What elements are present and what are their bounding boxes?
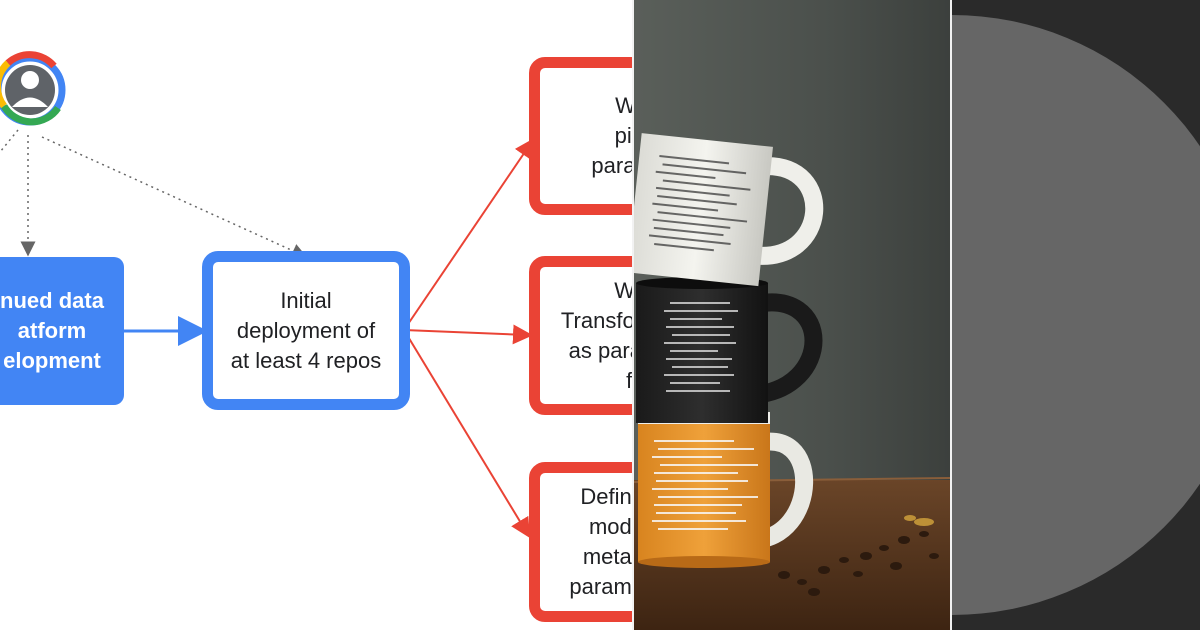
node-continued-platform-development: nued data atform elopment [0, 257, 124, 405]
node-label: Define mode metad parame [569, 484, 640, 599]
node-initial-deployment: Initial deployment of at least 4 repos [202, 251, 410, 410]
diagram-connectors [0, 51, 535, 539]
panel-divider [632, 0, 634, 630]
node-write-transform: Wr Transfor as para fil [529, 256, 640, 415]
mugs-illustration [634, 0, 950, 630]
top-mug [634, 133, 824, 287]
node-label: nued data atform elopment [0, 288, 104, 373]
workflow-diagram: nued data atform elopment Initial deploy… [0, 51, 640, 622]
coffee-beans [778, 531, 939, 596]
user-avatar-icon [0, 51, 66, 126]
node-write-pipeline: Write pipeli parame [529, 57, 640, 215]
middle-mug [636, 277, 823, 423]
dotted-connector-diagonal [41, 136, 307, 258]
node-define-model: Define mode metad parame [529, 462, 640, 622]
node-label: Write pipeli parame [591, 93, 640, 178]
panel-divider [950, 0, 952, 630]
circle-graphic [952, 0, 1200, 630]
node-label: Initial deployment of at least 4 repos [230, 287, 382, 373]
dotted-connector-left [0, 129, 19, 153]
dark-circle-panel [952, 0, 1200, 630]
red-connector-top [403, 138, 535, 331]
stacked-mugs-photo [634, 0, 950, 630]
grey-circle [952, 15, 1200, 615]
node-label: Wr Transfor as para fil [560, 277, 640, 393]
red-connector-bottom [403, 329, 531, 539]
red-connector-middle [403, 324, 533, 345]
